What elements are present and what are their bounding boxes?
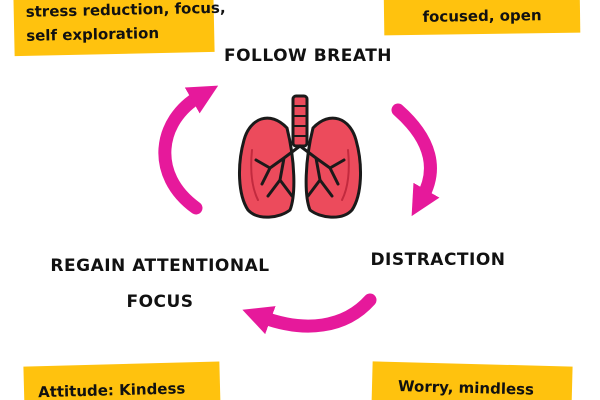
stage-follow-breath: FOLLOW BREATH: [223, 46, 393, 66]
stage-distraction: DISTRACTION: [370, 250, 506, 270]
stage-regain-line-1: REGAIN ATTENTIONAL: [50, 256, 270, 276]
stage-regain-focus: REGAIN ATTENTIONAL FOCUS: [40, 248, 280, 320]
cycle-arrow-icon: [391, 103, 440, 217]
lungs-icon: [237, 94, 363, 219]
cycle-arrow-icon: [242, 293, 377, 335]
cycle-arrow-icon: [158, 85, 219, 215]
stage-regain-line-2: FOCUS: [126, 292, 194, 312]
